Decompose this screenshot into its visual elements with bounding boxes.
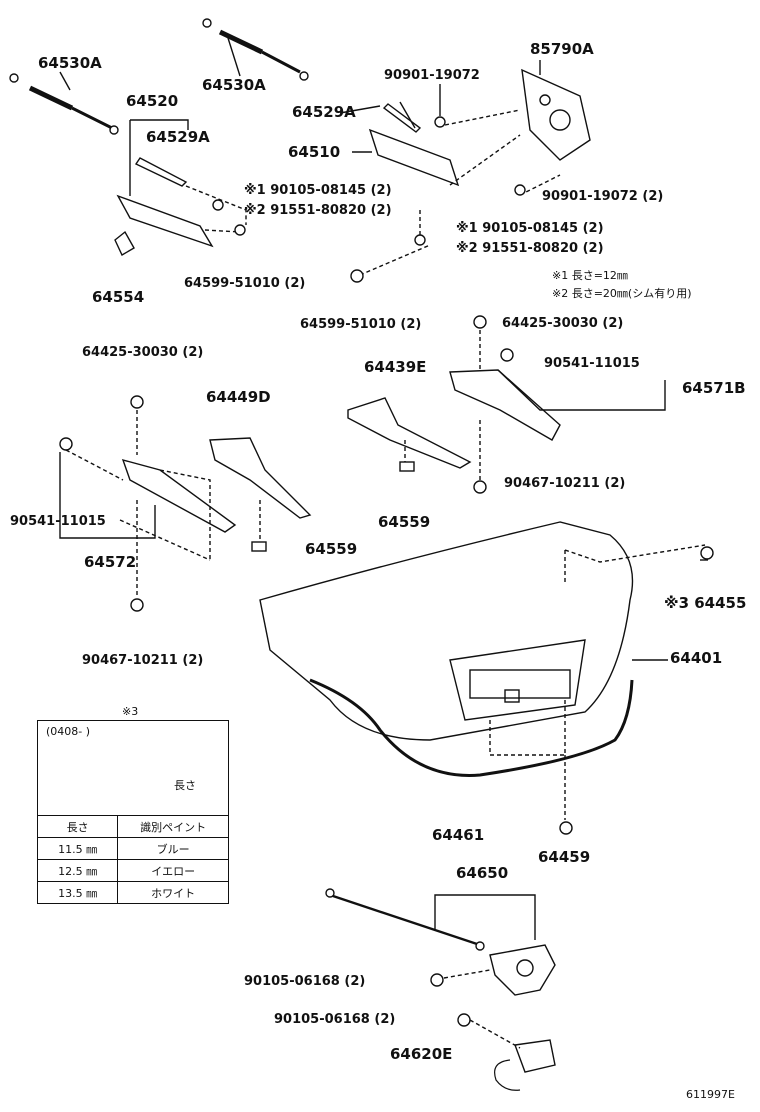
- bracket-64571b: [449, 369, 561, 441]
- label-85790a: 85790A: [530, 40, 594, 58]
- cell-length: 12.5 ㎜: [38, 859, 119, 882]
- switch-64620e: [494, 1039, 556, 1091]
- label-64559-a: 64559: [378, 513, 431, 531]
- label-64650: 64650: [456, 864, 509, 882]
- label-ref1-left: ※1 90105-08145 (2): [244, 183, 392, 198]
- label-90901-b: 90901-19072 (2): [542, 189, 664, 204]
- header-length: 長さ: [38, 815, 119, 838]
- label-64554: 64554: [92, 288, 145, 306]
- cell-paint: イエロー: [117, 859, 228, 882]
- cell-paint: ブルー: [117, 837, 228, 860]
- label-90105-b: 90105-06168 (2): [274, 1012, 396, 1027]
- label-90105-a: 90105-06168 (2): [244, 974, 366, 989]
- label-90541-b: 90541-11015: [10, 514, 106, 529]
- inset-mark: ※3: [122, 705, 139, 718]
- label-64559-b: 64559: [305, 540, 358, 558]
- label-64620e: 64620E: [390, 1045, 453, 1063]
- label-64461: 64461: [432, 826, 485, 844]
- label-90467-b: 90467-10211 (2): [82, 653, 204, 668]
- cover-64449d: [209, 437, 312, 519]
- label-90901-a: 90901-19072: [384, 68, 480, 83]
- label-64599-a: 64599-51010 (2): [184, 276, 306, 291]
- lock-cable-64650: [325, 888, 536, 951]
- cell-length: 11.5 ㎜: [38, 837, 119, 860]
- cell-length: 13.5 ㎜: [38, 881, 119, 903]
- weatherstrip-64461: [309, 678, 634, 777]
- bracket-64572: [121, 458, 237, 533]
- note-2: ※2 長さ=20㎜(シム有り用): [552, 287, 692, 300]
- lock-assy-85790a: [521, 68, 591, 161]
- cover-64439e: [347, 397, 472, 469]
- diagram-code: 611997E: [686, 1088, 735, 1101]
- label-90467-a: 90467-10211 (2): [504, 476, 626, 491]
- label-64425-a: 64425-30030 (2): [502, 316, 624, 331]
- table-header-row: 長さ 識別ペイント: [38, 815, 228, 838]
- hinge-right: [352, 103, 460, 187]
- label-64425-b: 64425-30030 (2): [82, 345, 204, 360]
- inset-range: (0408- ): [46, 725, 91, 738]
- label-64510: 64510: [288, 143, 341, 161]
- bushing-left: [234, 224, 246, 236]
- label-ref2-left: ※2 91551-80820 (2): [244, 203, 392, 218]
- label-64401: 64401: [670, 649, 723, 667]
- label-64459: 64459: [538, 848, 591, 866]
- lock-assy-64650: [489, 944, 556, 996]
- label-64571b: 64571B: [682, 379, 746, 397]
- table-row: 12.5 ㎜ イエロー: [38, 859, 228, 882]
- label-64530a-top: 64530A: [202, 76, 266, 94]
- label-64529a-b: 64529A: [292, 103, 356, 121]
- label-64439e: 64439E: [364, 358, 427, 376]
- note-1: ※1 長さ=12㎜: [552, 269, 628, 282]
- label-64530a-left: 64530A: [38, 54, 102, 72]
- gas-strut-left: [9, 73, 119, 135]
- label-64572: 64572: [84, 553, 137, 571]
- gas-strut-top: [202, 18, 309, 81]
- cell-paint: ホワイト: [117, 881, 228, 903]
- table-row: 11.5 ㎜ ブルー: [38, 837, 228, 860]
- hinge-left: [114, 119, 214, 256]
- bolt-left: [212, 199, 224, 211]
- label-64520: 64520: [126, 92, 179, 110]
- label-64455: ※3 64455: [664, 594, 747, 612]
- inset-length-label: 長さ: [174, 779, 196, 792]
- label-64449d: 64449D: [206, 388, 271, 406]
- bumper-length-inset: (0408- ) 長さ 長さ 識別ペイント 11.5 ㎜ ブルー 12.5 ㎜ …: [37, 720, 229, 904]
- header-paint: 識別ペイント: [117, 815, 228, 838]
- length-paint-table: 長さ 識別ペイント 11.5 ㎜ ブルー 12.5 ㎜ イエロー 13.5 ㎜ …: [38, 815, 228, 903]
- label-64599-b: 64599-51010 (2): [300, 317, 422, 332]
- table-row: 13.5 ㎜ ホワイト: [38, 881, 228, 903]
- trunk-lid-64401: [259, 521, 634, 741]
- label-90541-a: 90541-11015: [544, 356, 640, 371]
- label-ref2-right: ※2 91551-80820 (2): [456, 241, 604, 256]
- label-64529a-a: 64529A: [146, 128, 210, 146]
- label-ref1-right: ※1 90105-08145 (2): [456, 221, 604, 236]
